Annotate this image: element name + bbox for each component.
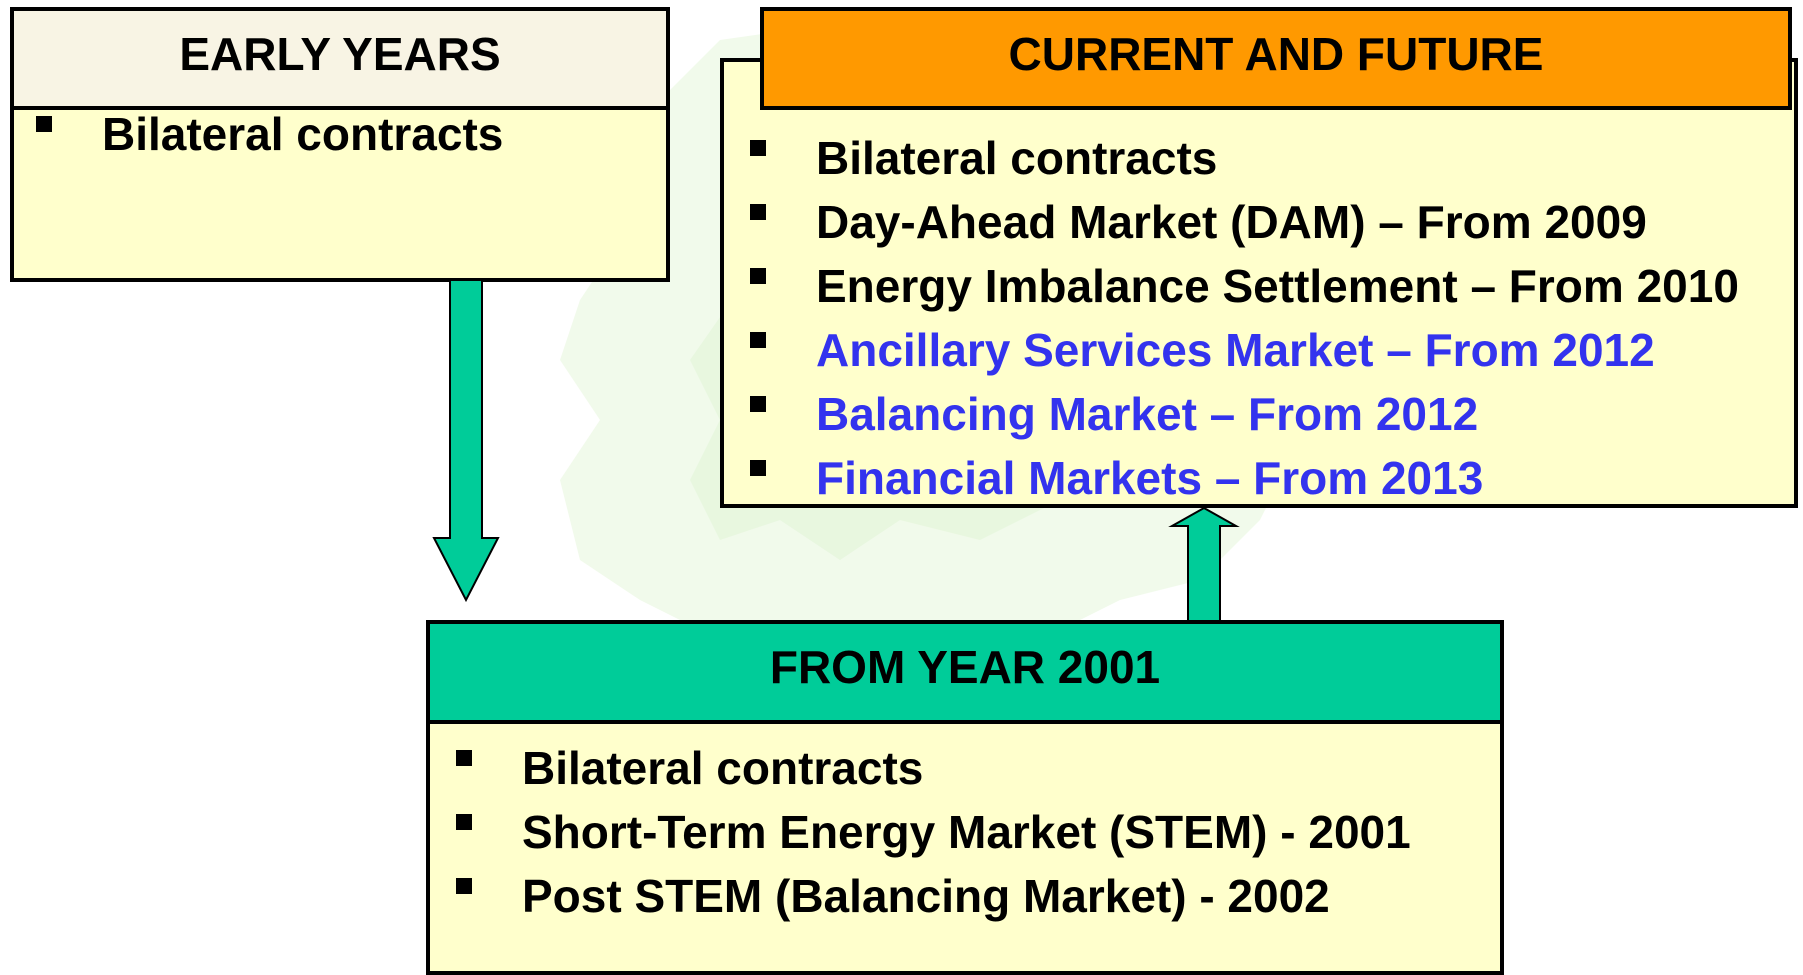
bullet-icon bbox=[456, 750, 472, 766]
from-2001-title: FROM YEAR 2001 bbox=[769, 641, 1161, 693]
arrow-up bbox=[1168, 506, 1240, 623]
arrow-down-shape bbox=[432, 280, 500, 603]
arrow-up-shape bbox=[1168, 506, 1240, 623]
from-2001-box bbox=[426, 718, 1504, 975]
bullet-icon bbox=[750, 332, 766, 348]
list-item-text: Bilateral contracts bbox=[522, 742, 924, 794]
list-item-text: Day-Ahead Market (DAM) – From 2009 bbox=[816, 196, 1647, 248]
list-item-text: Bilateral contracts bbox=[102, 108, 504, 160]
from-2001-header: FROM YEAR 2001 bbox=[426, 620, 1504, 724]
list-item-text: Financial Markets – From 2013 bbox=[816, 452, 1484, 504]
early-years-box bbox=[10, 106, 670, 282]
current-future-title: CURRENT AND FUTURE bbox=[1008, 28, 1544, 80]
list-item-text: Post STEM (Balancing Market) - 2002 bbox=[522, 870, 1330, 922]
list-item-text: Energy Imbalance Settlement – From 2010 bbox=[816, 260, 1739, 312]
bullet-icon bbox=[750, 140, 766, 156]
bullet-icon bbox=[750, 460, 766, 476]
list-item-text: Bilateral contracts bbox=[816, 132, 1218, 184]
current-future-box bbox=[720, 58, 1798, 508]
early-years-header: EARLY YEARS bbox=[10, 7, 670, 110]
bullet-icon bbox=[750, 204, 766, 220]
current-future-header: CURRENT AND FUTURE bbox=[760, 7, 1792, 110]
list-item-text: Ancillary Services Market – From 2012 bbox=[816, 324, 1655, 376]
list-item-text: Short-Term Energy Market (STEM) - 2001 bbox=[522, 806, 1411, 858]
bullet-icon bbox=[456, 878, 472, 894]
bullet-icon bbox=[36, 116, 52, 132]
list-item-text: Balancing Market – From 2012 bbox=[816, 388, 1479, 440]
early-years-title: EARLY YEARS bbox=[179, 28, 501, 80]
arrow-down bbox=[432, 280, 500, 603]
bullet-icon bbox=[750, 268, 766, 284]
bullet-icon bbox=[750, 396, 766, 412]
bullet-icon bbox=[456, 814, 472, 830]
